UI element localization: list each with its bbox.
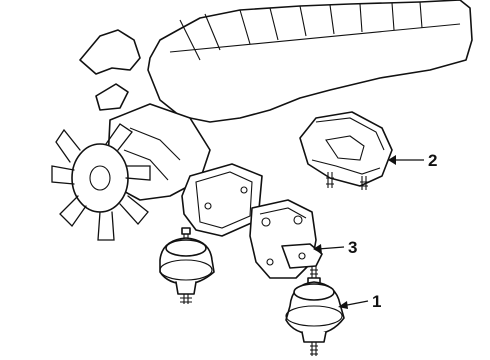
callout-leader-2 bbox=[388, 155, 424, 165]
motor-mount-bracket bbox=[249, 199, 323, 279]
transmission-mount bbox=[299, 111, 393, 190]
engine-side-bracket bbox=[181, 163, 263, 237]
engine-block bbox=[79, 0, 473, 201]
callout-leader-3 bbox=[313, 244, 345, 254]
callout-leader-1 bbox=[338, 300, 369, 309]
right-motor-mount bbox=[285, 266, 345, 356]
callout-number-1: 1 bbox=[372, 292, 381, 311]
callout-number-2: 2 bbox=[428, 151, 437, 170]
left-motor-mount bbox=[159, 227, 215, 304]
callout-number-3: 3 bbox=[348, 238, 357, 257]
cooling-fan bbox=[51, 123, 151, 241]
